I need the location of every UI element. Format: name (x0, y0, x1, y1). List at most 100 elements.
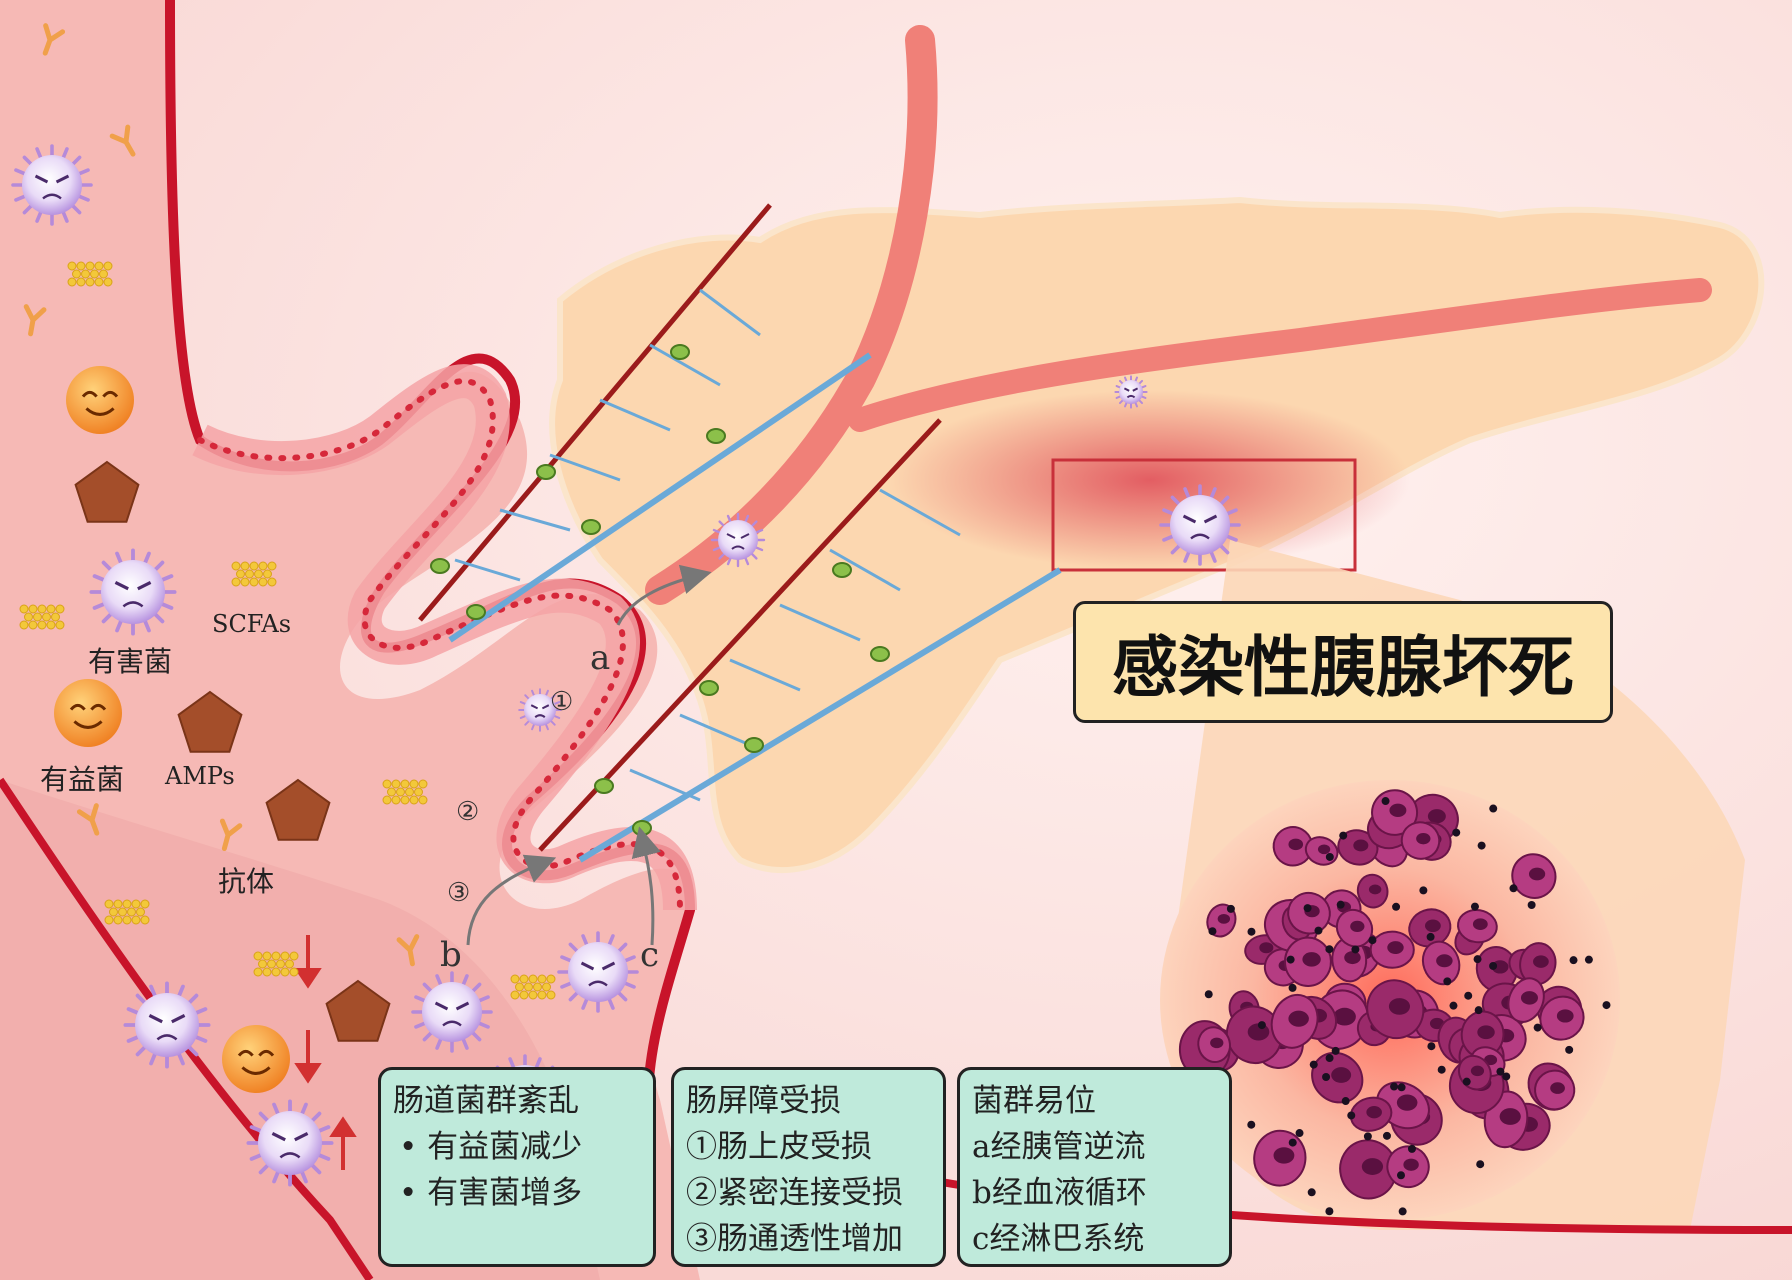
scfa-cluster-icon (382, 779, 428, 805)
cell-nucleus (1528, 867, 1546, 881)
diagram-title: 感染性胰腺坏死 (1112, 629, 1574, 706)
debris-dot (1247, 1120, 1256, 1129)
debris-dot (1208, 927, 1217, 936)
cell-nucleus (1259, 942, 1274, 954)
debris-dot (1527, 901, 1536, 910)
debris-dot (1325, 945, 1334, 954)
blood-vessel-branch (848, 278, 1712, 432)
cell-nucleus (1210, 1037, 1224, 1049)
cell-nucleus (1389, 803, 1407, 818)
cell-nucleus (1288, 1010, 1309, 1027)
debris-dot (1392, 902, 1401, 911)
label-scfas: SCFAs (212, 610, 292, 638)
zoom-region (1051, 458, 1357, 572)
debris-dot (1477, 841, 1486, 850)
debris-dot (1204, 990, 1213, 999)
harmful-bacterium-icon (557, 931, 639, 1013)
debris-dot (1476, 1160, 1485, 1169)
cell-nucleus (1427, 809, 1446, 824)
beneficial-bacterium-icon (222, 1025, 290, 1093)
debris-dot (1295, 1129, 1304, 1138)
box-barrier-item: ③肠通透性增加 (686, 1221, 903, 1257)
debris-dot (1509, 884, 1518, 893)
marker-2: ② (456, 797, 480, 827)
cell-nucleus (1350, 920, 1365, 932)
antibody-icon (396, 934, 420, 967)
box-barrier: 肠屏障受损 ①肠上皮受损 ②紧密连接受损 ③肠通透性增加 (671, 1067, 946, 1267)
debris-dot (1397, 1083, 1406, 1092)
box-barrier-item: ①肠上皮受损 (686, 1129, 872, 1165)
route-label-c: c (640, 935, 660, 975)
cell-nucleus (1477, 1025, 1495, 1040)
antibody-icon (109, 124, 136, 157)
cell-nucleus (1368, 884, 1382, 895)
cell-nucleus (1361, 1158, 1384, 1175)
debris-dot (1474, 1006, 1483, 1015)
route-b-arrow (466, 854, 557, 946)
harmful-bacterium-icon (123, 981, 211, 1069)
cell-nucleus (1472, 918, 1488, 931)
necrosis-cells (1178, 789, 1611, 1216)
cell-nucleus (1217, 914, 1231, 924)
box-translocation: 菌群易位 a经胰管逆流 b经血液循环 c经淋巴系统 (957, 1067, 1232, 1267)
debris-dot (1322, 1073, 1331, 1082)
debris-dot (1288, 1138, 1297, 1147)
amp-pentagon-icon (325, 979, 391, 1042)
cell-nucleus (1520, 991, 1538, 1005)
cell-nucleus (1331, 1067, 1352, 1083)
debris-dot (1565, 1045, 1574, 1054)
beneficial-bacterium-icon (66, 366, 134, 434)
debris-dot (1288, 983, 1297, 992)
antibody-icon (23, 304, 47, 337)
cell-nucleus (1499, 1108, 1521, 1125)
debris-dot (1398, 1207, 1407, 1216)
harmful-bacterium-icon (246, 1099, 334, 1187)
cell-nucleus (1403, 1158, 1419, 1171)
debris-dot (1569, 956, 1578, 965)
debris-dot (1303, 904, 1312, 913)
box-barrier-item: ②紧密连接受损 (686, 1175, 903, 1211)
debris-dot (1382, 1131, 1391, 1140)
harmful-bacterium-icon (11, 144, 93, 226)
label-beneficial-bacteria: 有益菌 (40, 763, 125, 796)
cell-nucleus (1556, 1009, 1574, 1023)
label-antibody: 抗体 (218, 865, 275, 898)
cell-nucleus (1366, 1106, 1382, 1119)
debris-dot (1247, 927, 1256, 936)
box-translocation-item: a经胰管逆流 (972, 1129, 1146, 1165)
antibody-icon (76, 803, 100, 836)
cell-nucleus (1333, 1007, 1356, 1026)
debris-dot (1449, 1001, 1458, 1010)
debris-dot (1419, 886, 1428, 895)
label-harmful-bacteria: 有害菌 (88, 645, 173, 678)
debris-dot (1368, 936, 1377, 945)
cell-nucleus (1550, 1082, 1565, 1094)
cell-nucleus (1436, 954, 1453, 968)
scfa-cluster-icon (19, 604, 65, 630)
cell-nucleus (1344, 951, 1361, 965)
amp-pentagon-icon (265, 778, 331, 841)
marker-3: ③ (447, 878, 471, 908)
debris-dot (1584, 955, 1593, 964)
debris-dot (1339, 831, 1348, 840)
cell-nucleus (1353, 839, 1369, 852)
debris-dot (1257, 1021, 1266, 1030)
debris-dot (1325, 1207, 1334, 1216)
debris-dot (1464, 991, 1473, 1000)
debris-dot (1309, 1060, 1318, 1069)
route-c-arrow (631, 826, 661, 946)
debris-dot (1462, 1077, 1471, 1086)
debris-dot (1496, 1067, 1505, 1076)
debris-dot (1443, 977, 1452, 986)
debris-dot (1470, 902, 1479, 911)
route-label-b: b (440, 935, 462, 975)
debris-dot (1286, 955, 1295, 964)
amp-pentagon-icon (177, 690, 243, 753)
box-dysbiosis-item: 有害菌增多 (393, 1170, 641, 1216)
box-dysbiosis-title: 肠道菌群紊乱 (393, 1083, 579, 1119)
debris-dot (1489, 804, 1498, 813)
cell-nucleus (1533, 955, 1549, 968)
villus-capillary-upper (418, 203, 872, 643)
trend-arrows (294, 935, 357, 1170)
label-amps: AMPs (165, 762, 235, 790)
